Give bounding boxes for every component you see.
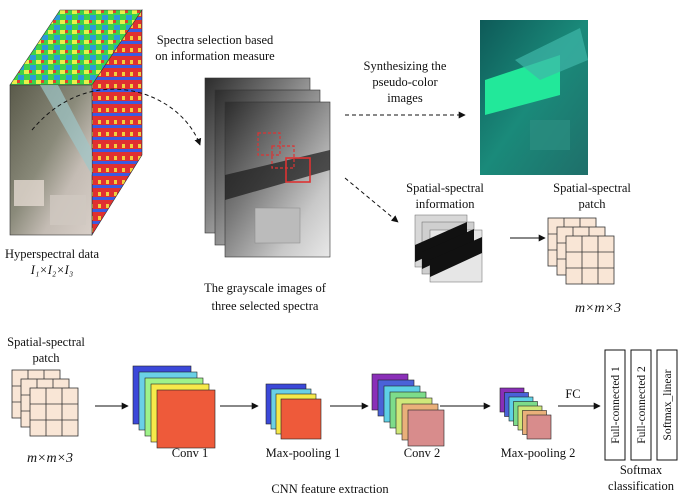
patch-left-label-2: patch (32, 351, 60, 365)
cnn-feature-extraction-label: CNN feature extraction (271, 482, 389, 496)
conv2-feature-maps (371, 373, 445, 447)
mm3-top-label: m×m×3 (575, 301, 621, 316)
patch-left-label-1: Spatial-spectral (7, 335, 85, 349)
fc2-label: Full-connected 2 (636, 366, 648, 444)
conv2-label: Conv 2 (404, 446, 440, 460)
spatial-spectral-patch-top (547, 217, 615, 285)
softmax-linear-label: Softmax_linear (662, 369, 674, 440)
patch-layer (29, 387, 79, 437)
grayscale-image-stack (204, 77, 331, 258)
ss-info-label-1: Spatial-spectral (406, 181, 484, 195)
conv1-label: Conv 1 (172, 446, 208, 460)
grayscale-label-2: three selected spectra (212, 299, 319, 313)
arrow-to-spatial-info (344, 177, 399, 223)
mm3-bottom-label: m×m×3 (27, 451, 73, 466)
maxpool1-label: Max-pooling 1 (266, 446, 341, 460)
softmax-label-1: Softmax (620, 463, 663, 477)
fc-label: FC (565, 387, 580, 401)
hyperspectral-cube (9, 9, 143, 237)
synthesizing-label-3: images (387, 91, 423, 105)
feature-map (526, 414, 552, 440)
spatial-spectral-patch-bottom (11, 369, 79, 437)
feature-map (280, 398, 322, 440)
maxpool2-label: Max-pooling 2 (501, 446, 576, 460)
ss-info-label-2: information (415, 197, 475, 211)
hyperspectral-dims-label: I₁×I₂×I₃ (30, 263, 73, 277)
feature-map (407, 409, 445, 447)
hyperspectral-label: Hyperspectral data (5, 247, 100, 261)
fully-connected-layers (604, 349, 678, 461)
ss-patch-label-1: Spatial-spectral (553, 181, 631, 195)
fc1-label: Full-connected 1 (610, 366, 622, 444)
synthesizing-label-1: Synthesizing the (364, 59, 447, 73)
spectra-selection-label-1: Spectra selection based (157, 33, 274, 47)
feature-map (156, 389, 216, 449)
spatial-spectral-info-stack (414, 214, 483, 283)
synthesizing-label-2: pseudo-color (372, 75, 438, 89)
pseudo-color-image (480, 20, 588, 175)
patch-layer (565, 235, 615, 285)
ss-patch-label-2: patch (578, 197, 606, 211)
grayscale-label-1: The grayscale images of (204, 281, 327, 295)
softmax-label-2: classification (608, 479, 675, 493)
spectra-selection-label-2: on information measure (155, 49, 275, 63)
maxpool1-feature-maps (265, 383, 322, 440)
maxpool2-feature-maps (499, 387, 552, 440)
curved-arrow-to-grayscale (31, 88, 202, 146)
conv1-feature-maps (132, 365, 216, 449)
